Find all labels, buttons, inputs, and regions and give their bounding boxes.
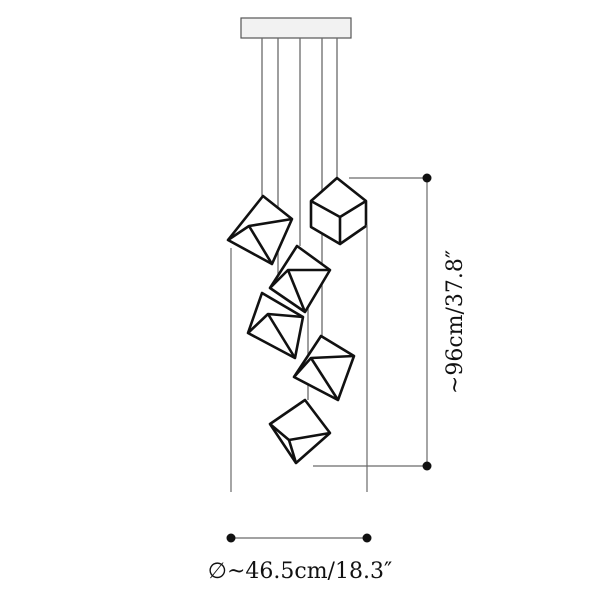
cube-pendant xyxy=(292,334,356,402)
cube-pendant xyxy=(268,398,332,465)
height-endpoint-top xyxy=(422,173,432,183)
cube-pendant xyxy=(246,291,305,360)
height-label: ~96cm/37.8″ xyxy=(443,250,468,394)
diameter-dimension: ∅~46.5cm/18.3″ xyxy=(208,533,392,584)
diameter-extension-lines xyxy=(230,225,368,492)
suspension-wires xyxy=(261,38,338,400)
diameter-label: ∅~46.5cm/18.3″ xyxy=(208,559,392,584)
diameter-endpoint-left xyxy=(226,533,236,543)
diameter-endpoint-right xyxy=(362,533,372,543)
cube-pendant xyxy=(226,194,294,266)
cube-pendant xyxy=(268,244,332,314)
height-endpoint-bottom xyxy=(422,461,432,471)
height-dimension: ~96cm/37.8″ xyxy=(313,173,468,471)
cube-pendant xyxy=(309,176,368,246)
cube-pendants xyxy=(226,176,368,465)
ceiling-canopy xyxy=(240,17,352,39)
